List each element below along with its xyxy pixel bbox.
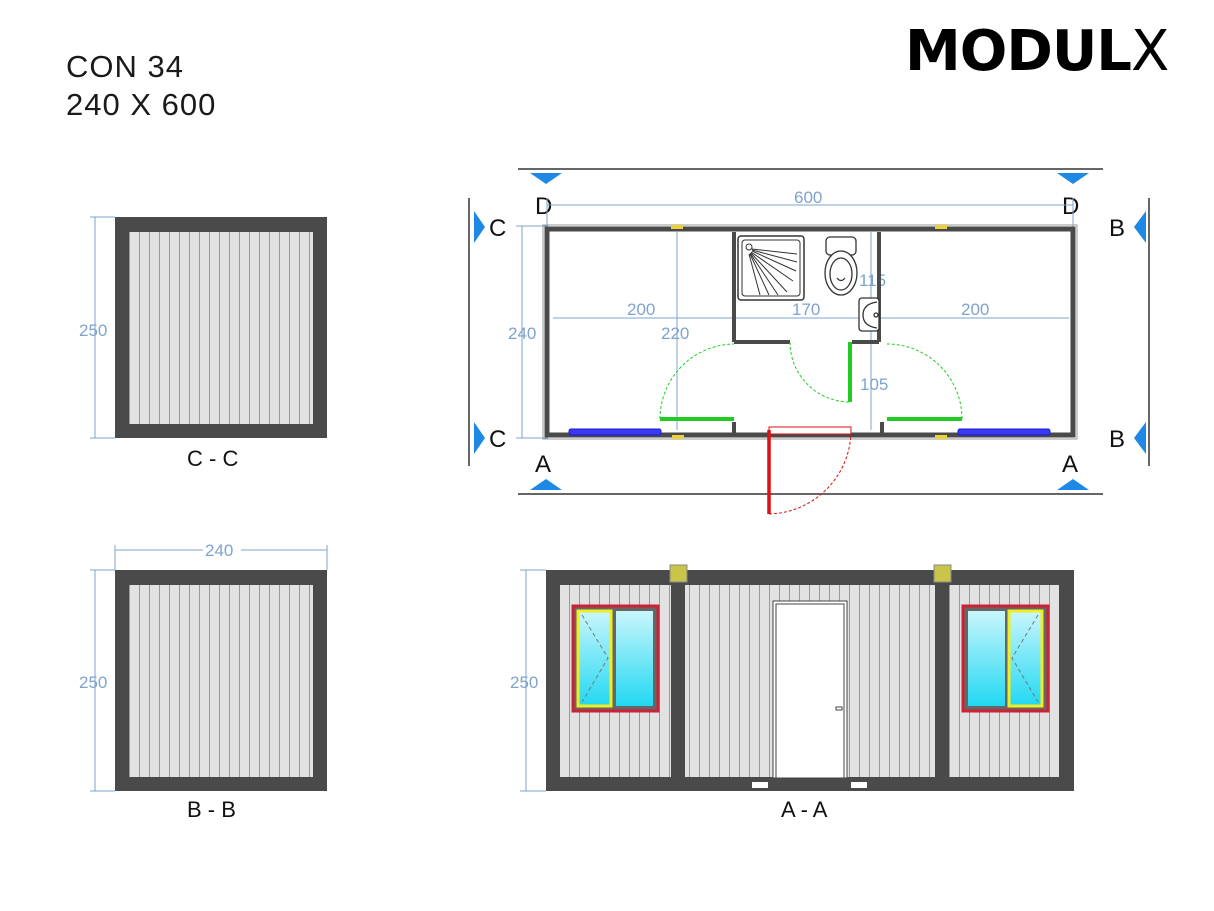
entrance-door-elevation: [772, 600, 848, 779]
model-size: 240 X 600: [66, 87, 217, 122]
dim-overall-width: 240: [508, 324, 536, 343]
dim-corridor: 105: [860, 375, 888, 394]
dim-door-offset: 220: [661, 324, 689, 343]
toilet-icon: [824, 236, 858, 296]
section-bb: 240 250 B - B: [79, 541, 328, 822]
dim-aa-height: 250: [510, 673, 538, 692]
marker-b-top-icon: [1134, 211, 1146, 243]
floor-plan: D D C C B B A A 600 240 200 170 200 220 …: [468, 168, 1150, 515]
washbasin-icon: [858, 297, 880, 332]
dim-bb-width: 240: [205, 541, 233, 560]
marker-d-right-icon: [1057, 173, 1089, 184]
marker-label: A: [535, 451, 551, 478]
dim-cc-height: 250: [79, 321, 107, 340]
section-label-bb: B - B: [187, 797, 236, 822]
section-label-cc: C - C: [187, 446, 238, 471]
logo-x: X: [1130, 19, 1169, 84]
dim-wc-depth: 115: [859, 271, 886, 290]
dim-bb-height: 250: [79, 673, 107, 692]
logo-text: MODUL: [905, 19, 1132, 84]
marker-label: A: [1062, 451, 1078, 478]
interior-doors: [660, 342, 962, 421]
marker-label: D: [535, 193, 552, 220]
marker-label: B: [1109, 215, 1125, 242]
plan-windows: [568, 428, 1051, 436]
marker-a-right-icon: [1057, 479, 1089, 490]
model-name: CON 34: [66, 49, 184, 84]
marker-d-left-icon: [530, 173, 562, 184]
section-cc: 250 C - C: [79, 216, 327, 471]
marker-a-left-icon: [530, 479, 562, 490]
marker-label: C: [489, 215, 506, 242]
shower-icon: [737, 235, 805, 301]
marker-label: D: [1062, 193, 1079, 220]
marker-c-top-icon: [474, 211, 485, 243]
dim-right-room: 200: [961, 300, 989, 319]
section-label-aa: A - A: [781, 797, 828, 822]
window-left: [571, 604, 660, 713]
dim-left-room: 200: [627, 300, 655, 319]
dim-middle: 170: [792, 300, 820, 319]
marker-c-bottom-icon: [474, 422, 485, 454]
window-right: [961, 604, 1050, 713]
dim-overall-length: 600: [794, 188, 822, 207]
brand-logo: MODULX: [905, 19, 1169, 84]
section-aa: 250 A - A: [510, 564, 1074, 822]
marker-label: C: [489, 426, 506, 453]
marker-b-bottom-icon: [1134, 422, 1146, 454]
title-block: CON 34 240 X 600: [66, 48, 216, 124]
entrance-door: [767, 426, 852, 515]
marker-label: B: [1109, 426, 1125, 453]
